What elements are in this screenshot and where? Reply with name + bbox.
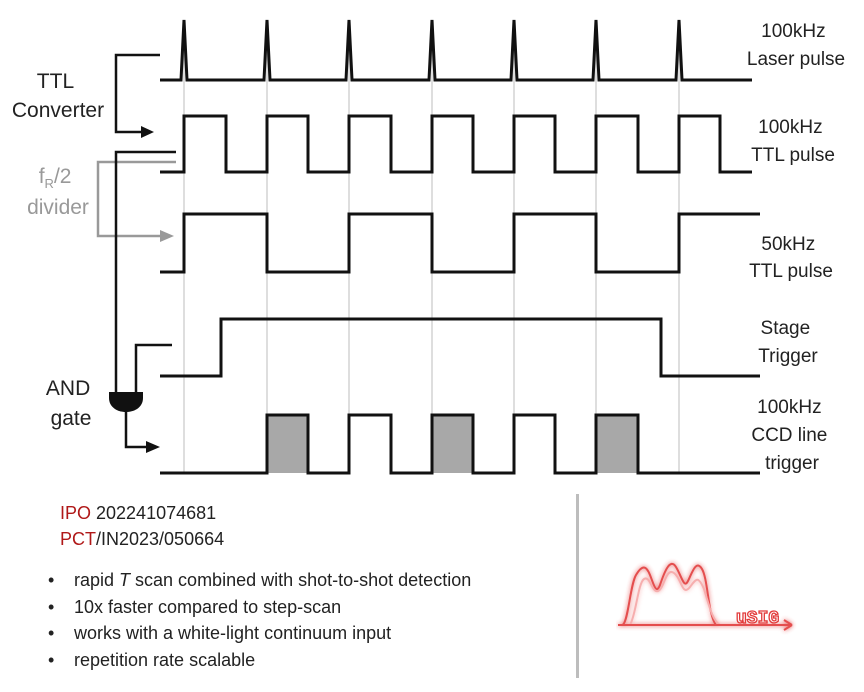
patent-pct: PCT/IN2023/050664 bbox=[60, 526, 224, 552]
logo-waveform-icon bbox=[618, 562, 793, 631]
ttl-converter-arrowhead bbox=[141, 126, 154, 138]
ccd-gated-fills bbox=[267, 415, 638, 473]
list-item: rapid T scan combined with shot-to-shot … bbox=[48, 567, 471, 594]
and-gate-input-ttl bbox=[114, 150, 176, 392]
list-item: works with a white-light continuum input bbox=[48, 620, 471, 647]
patent-prefix: PCT bbox=[60, 529, 96, 549]
section-divider bbox=[576, 494, 579, 678]
ccd-gated-pulse bbox=[596, 415, 638, 473]
stage-trigger-label: Stage Trigger bbox=[758, 318, 818, 367]
ccd-trigger-waveform bbox=[160, 413, 760, 475]
timing-diagram: TTL Converter fR/2 divider AND gate 100k… bbox=[12, 19, 845, 475]
divider-label: fR/2 divider bbox=[27, 165, 89, 219]
ccd-trigger-label: 100kHz CCD line trigger bbox=[751, 397, 832, 474]
usig-logo: uSIG bbox=[618, 562, 793, 631]
and-gate-label: AND gate bbox=[46, 377, 96, 430]
ttl-50khz-label: 50kHz TTL pulse bbox=[749, 234, 833, 282]
patent-number: 202241074681 bbox=[91, 503, 217, 523]
ccd-gated-pulse bbox=[267, 415, 308, 473]
ccd-gated-pulse bbox=[432, 415, 473, 473]
patent-ipo: IPO 202241074681 bbox=[60, 500, 216, 526]
ttl-100khz-label: 100kHz TTL pulse bbox=[751, 117, 835, 166]
ttl-converter-label: TTL Converter bbox=[12, 70, 104, 122]
laser-pulse-label: 100kHz Laser pulse bbox=[747, 21, 845, 70]
stage-trigger-waveform bbox=[160, 317, 760, 378]
logo-text: uSIG bbox=[736, 609, 779, 629]
and-gate-output bbox=[124, 412, 146, 449]
ttl-100khz-waveform bbox=[160, 114, 752, 174]
and-gate-output-arrowhead bbox=[146, 441, 160, 453]
list-item: repetition rate scalable bbox=[48, 647, 471, 674]
feature-list: rapid T scan combined with shot-to-shot … bbox=[48, 567, 471, 673]
divider-arrowhead bbox=[160, 230, 174, 242]
laser-pulse-train bbox=[160, 19, 752, 82]
patent-prefix: IPO bbox=[60, 503, 92, 523]
divider-subscript: R bbox=[45, 176, 54, 191]
ttl-50khz-waveform bbox=[160, 212, 760, 274]
patent-number: /IN2023/050664 bbox=[96, 529, 225, 549]
and-gate-input-stage bbox=[134, 343, 172, 392]
list-item: 10x faster compared to step-scan bbox=[48, 594, 471, 621]
and-gate-symbol bbox=[109, 392, 143, 412]
ttl-converter-bracket bbox=[114, 53, 160, 134]
divider-connector bbox=[96, 160, 176, 238]
